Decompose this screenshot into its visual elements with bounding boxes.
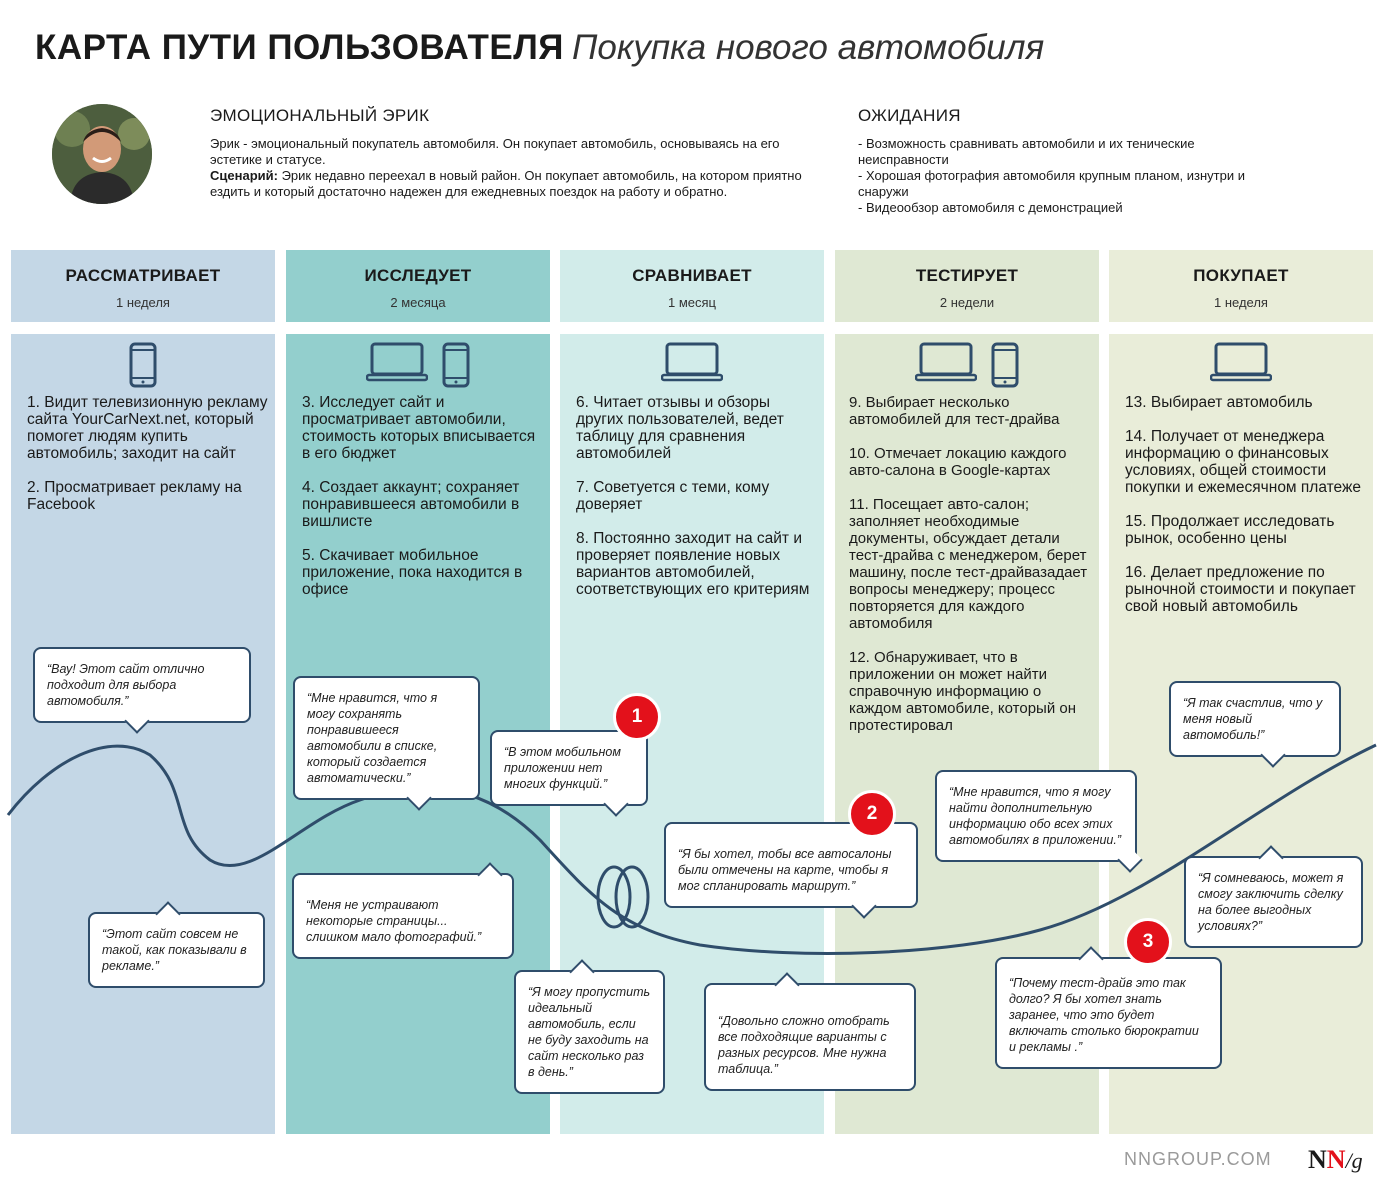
phase-name: ПОКУПАЕТ	[1193, 266, 1289, 285]
step-item: 1. Видит телевизионную рекламу сайта You…	[27, 394, 268, 462]
quote-bubble: “Я могу пропустить идеальный автомобиль,…	[514, 970, 665, 1094]
quote-text: “Я могу пропустить идеальный автомобиль,…	[528, 985, 651, 1079]
step-item: 10. Отмечает локацию каждого авто-салона…	[849, 445, 1067, 479]
phase-duration: 2 месяца	[390, 295, 446, 310]
pain-point-badge: 2	[848, 790, 896, 838]
expectation-item: - Возможность сравнивать автомобили и их…	[858, 136, 1195, 167]
step-item: 12. Обнаруживает, что в приложении он мо…	[849, 649, 1077, 734]
quote-bubble: “Мне нравится, что я могу найти дополнит…	[935, 770, 1137, 862]
persona-name: ЭМОЦИОНАЛЬНЫЙ ЭРИК	[210, 106, 430, 125]
step-item: 8. Постоянно заходит на сайт и проверяет…	[576, 530, 810, 598]
step-item: 2. Просматривает рекламу на Facebook	[27, 479, 242, 513]
step-item: 15. Продолжает исследовать рынок, особен…	[1125, 513, 1335, 547]
phase-name: ТЕСТИРУЕТ	[915, 266, 1019, 285]
phone-icon	[129, 342, 157, 388]
quote-text: “В этом мобильном приложении нет многих …	[504, 745, 621, 791]
phone-icon	[991, 342, 1019, 388]
phase-duration: 1 неделя	[1214, 295, 1268, 310]
phase-name: СРАВНИВАЕТ	[632, 266, 752, 285]
laptop-icon	[366, 342, 428, 382]
step-item: 11. Посещает авто-салон; заполняет необх…	[849, 496, 1088, 632]
pain-point-badge: 3	[1124, 918, 1172, 966]
logo-n1: N	[1308, 1145, 1327, 1174]
expectation-item: - Видеообзор автомобиля с демонстрацией	[858, 200, 1123, 215]
logo-n2: N	[1326, 1145, 1346, 1174]
quote-bubble: “Я так счастлив, что у меня новый автомо…	[1169, 681, 1341, 757]
step-item: 3. Исследует сайт и просматривает автомо…	[302, 394, 536, 462]
quote-text: “Меня не устраивают некоторые страницы..…	[306, 898, 482, 944]
laptop-icon	[915, 342, 977, 382]
device-icons	[1109, 342, 1373, 382]
phase-duration: 1 неделя	[116, 295, 170, 310]
quote-text: “Мне нравится, что я могу найти дополнит…	[949, 785, 1121, 847]
expectations-block: ОЖИДАНИЯ - Возможность сравнивать автомо…	[858, 106, 1278, 216]
quote-bubble: “В этом мобильном приложении нет многих …	[490, 730, 648, 806]
quote-text: “Я так счастлив, что у меня новый автомо…	[1183, 696, 1323, 742]
scenario-label: Сценарий:	[210, 168, 278, 183]
quote-text: “Почему тест-драйв это так долго? Я бы х…	[1009, 976, 1199, 1054]
step-item: 6. Читает отзывы и обзоры других пользов…	[576, 394, 784, 462]
logo-g: /g	[1345, 1148, 1363, 1173]
phone-icon	[442, 342, 470, 388]
quote-bubble: “Этот сайт совсем не такой, как показыва…	[88, 912, 265, 988]
quote-bubble: “Довольно сложно отобрать все подходящие…	[704, 983, 916, 1091]
phase-body-consider: 1. Видит телевизионную рекламу сайта You…	[11, 334, 275, 1134]
step-item: 14. Получает от менеджера информацию о ф…	[1125, 428, 1361, 496]
phase-header-buy: ПОКУПАЕТ 1 неделя	[1109, 250, 1373, 322]
step-item: 9. Выбирает несколько автомобилей для те…	[849, 394, 1060, 428]
page-title: КАРТА ПУТИ ПОЛЬЗОВАТЕЛЯ	[35, 28, 564, 67]
quote-text: “Я бы хотел, тобы все автосалоны были от…	[678, 847, 892, 893]
laptop-icon	[661, 342, 723, 382]
pain-point-badge: 1	[613, 693, 661, 741]
quote-bubble: “Вау! Этот сайт отлично подходит для выб…	[33, 647, 251, 723]
phase-header-consider: РАССМАТРИВАЕТ 1 неделя	[11, 250, 275, 322]
phase-name: ИССЛЕДУЕТ	[364, 266, 472, 285]
quote-bubble: “Я сомневаюсь, может я смогу заключить с…	[1184, 856, 1363, 948]
quote-text: “Этот сайт совсем не такой, как показыва…	[102, 927, 247, 973]
device-icons	[560, 342, 824, 382]
scenario-text: Эрик недавно переехал в новый район. Он …	[210, 168, 802, 199]
quote-bubble: “Почему тест-драйв это так долго? Я бы х…	[995, 957, 1222, 1069]
laptop-icon	[1210, 342, 1272, 382]
step-item: 13. Выбирает автомобиль	[1125, 394, 1313, 411]
quote-text: “Мне нравится, что я могу сохранять понр…	[307, 691, 438, 785]
page-subtitle: Покупка нового автомобиля	[572, 28, 1045, 67]
step-item: 5. Скачивает мобильное приложение, пока …	[302, 547, 523, 598]
quote-text: “Вау! Этот сайт отлично подходит для выб…	[47, 662, 205, 708]
step-item: 7. Советуется с теми, кому доверяет	[576, 479, 770, 513]
phase-header-test: ТЕСТИРУЕТ 2 недели	[835, 250, 1099, 322]
quote-text: “Я сомневаюсь, может я смогу заключить с…	[1198, 871, 1344, 933]
phase-header-research: ИССЛЕДУЕТ 2 месяца	[286, 250, 550, 322]
persona-scenario: Сценарий: Эрик недавно переехал в новый …	[210, 168, 810, 200]
persona-description: Эрик - эмоциональный покупатель автомоби…	[210, 136, 780, 167]
nng-logo: NN/g	[1308, 1145, 1363, 1175]
device-icons	[11, 342, 275, 388]
device-icons	[286, 342, 550, 388]
step-item: 16. Делает предложение по рыночной стоим…	[1125, 564, 1356, 615]
phase-name: РАССМАТРИВАЕТ	[65, 266, 221, 285]
quote-bubble: “Мне нравится, что я могу сохранять понр…	[293, 676, 480, 800]
footer-site: NNGROUP.COM	[1124, 1149, 1272, 1169]
expectations-title: ОЖИДАНИЯ	[858, 106, 961, 125]
phase-header-compare: СРАВНИВАЕТ 1 месяц	[560, 250, 824, 322]
quote-text: “Довольно сложно отобрать все подходящие…	[718, 1014, 890, 1076]
phase-duration: 1 месяц	[668, 295, 716, 310]
persona-block: ЭМОЦИОНАЛЬНЫЙ ЭРИК Эрик - эмоциональный …	[210, 106, 810, 200]
expectation-item: - Хорошая фотография автомобиля крупным …	[858, 168, 1245, 199]
phase-duration: 2 недели	[939, 295, 995, 310]
device-icons	[835, 342, 1099, 388]
step-item: 4. Создает аккаунт; сохраняет понравивше…	[302, 479, 520, 530]
quote-bubble: “Меня не устраивают некоторые страницы..…	[292, 873, 514, 959]
